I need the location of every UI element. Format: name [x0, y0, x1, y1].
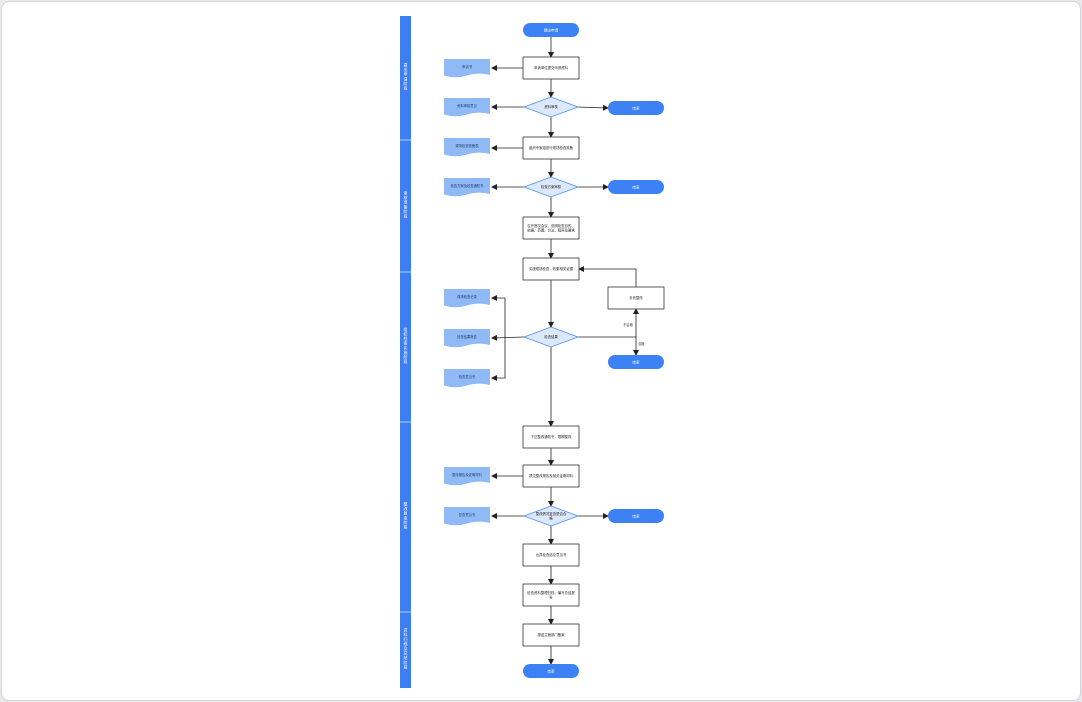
edge-d1-t1: [577, 104, 609, 111]
node-label-p6: 提交整改报告及相关证明材料: [529, 473, 574, 478]
node-label-doc7: 检查意见书: [459, 374, 476, 379]
node-label-d1: 资料审核: [544, 104, 558, 109]
swimlane-lane4: [400, 422, 411, 612]
node-p7: [522, 543, 580, 567]
node-d1: [522, 96, 580, 118]
node-start: [523, 23, 579, 37]
node-d2: [522, 176, 580, 198]
node-p4: [522, 257, 580, 281]
node-d4: [522, 505, 580, 527]
node-doc2: [444, 98, 490, 117]
node-label-t3: 结束: [632, 513, 640, 518]
node-p8: [522, 583, 580, 607]
node-p1: [522, 56, 580, 80]
node-doc5: [444, 289, 490, 308]
edge-pr-p4: [578, 266, 637, 287]
node-label-doc4: 检查方案及检查通知书: [451, 183, 485, 188]
node-label-d3: 检查结果: [544, 334, 558, 339]
node-pr: [607, 286, 665, 310]
node-label-p4: 实施现场检查，收集相关证据: [529, 266, 574, 271]
node-label-p2: 组织专家组进行现场检查准备: [529, 145, 574, 150]
swimlane-label-lane2: 审核准备阶段: [404, 190, 408, 219]
edge-d3-doc7: [491, 337, 506, 381]
node-label-doc8: 整改报告及证明材料: [452, 472, 482, 477]
node-label-t2: 结束: [632, 184, 640, 189]
node-doc1: [444, 59, 490, 78]
node-d3: [522, 326, 580, 348]
node-doc6: [444, 329, 490, 348]
swimlane-lane5: [400, 612, 411, 688]
node-doc7: [444, 369, 490, 388]
swimlane-lane2: [400, 140, 411, 272]
node-doc8: [444, 467, 490, 486]
node-doc9: [444, 507, 490, 526]
node-label-doc9: 复查意见书: [459, 512, 476, 517]
node-t1: [608, 101, 664, 115]
node-t2: [608, 180, 664, 194]
node-label-doc2: 资料审核意见: [457, 103, 477, 108]
swimlane-label-lane3: 组织检查实施阶段: [404, 326, 408, 364]
node-t4: [608, 355, 664, 369]
node-p9: [522, 623, 580, 647]
node-label-p1: 申请单位提交申请资料: [534, 65, 569, 70]
node-label-d4: 整改情况复查是否合格: [536, 511, 567, 521]
node-label-p3: 召开首次会议，说明检查目的、依据、范围、方法、程序及要求: [527, 223, 575, 233]
node-label-end: 结束: [547, 668, 555, 673]
swimlane-label-lane1: 提出申请阶段: [404, 62, 408, 91]
node-doc3: [444, 138, 490, 157]
swimlane-label-lane4: 整改复查阶段: [404, 501, 408, 530]
edge-d3-doc5: [491, 295, 506, 337]
node-end: [523, 664, 579, 678]
node-p5: [522, 425, 580, 449]
node-label-doc1: 申请书: [462, 64, 473, 69]
node-label-p8: 检查资料整理归档，编写总结报告: [527, 590, 575, 600]
edge-d3-doc6: [491, 334, 525, 341]
node-label-doc6: 检查结果报告: [457, 334, 477, 339]
node-label-t1: 结束: [632, 105, 640, 110]
node-label-t4: 结束: [632, 359, 640, 364]
node-label-start: 提出申请: [544, 27, 559, 32]
node-label-doc5: 现场检查记录: [457, 294, 477, 299]
node-label-pr: 补充整改: [629, 295, 643, 300]
node-label-d2: 检查方案审核: [541, 184, 562, 189]
node-label-p5: 下达整改通知书，限期整改: [531, 434, 572, 439]
node-label-p9: 报送主管部门备案: [537, 632, 565, 637]
node-t3: [608, 509, 664, 523]
node-label-p7: 出具检查结论意见书: [536, 552, 567, 557]
swimlane-lane3: [400, 272, 411, 422]
swimlane-lane1: [400, 16, 411, 140]
edge-label-d3-pr: 不合格: [623, 322, 633, 327]
swimlane-label-lane5: 资料归档及总结阶段: [404, 627, 408, 670]
node-p3: [522, 216, 580, 240]
edge-label-d3-t4: 合格: [638, 341, 645, 346]
node-label-doc3: 现场检查准备表: [455, 143, 479, 148]
node-p2: [522, 136, 580, 160]
node-doc4: [444, 178, 490, 197]
node-p6: [522, 464, 580, 488]
